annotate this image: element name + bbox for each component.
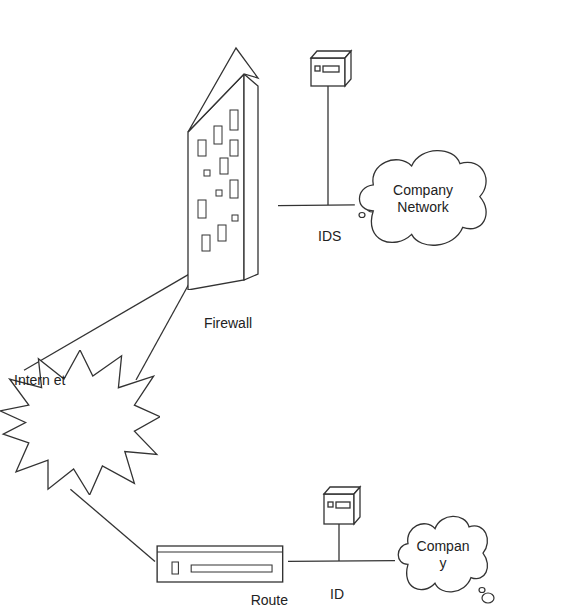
starburst-shape [0, 350, 160, 495]
link-stroke [24, 274, 190, 371]
wall-brick [202, 235, 210, 251]
wall-brick [232, 215, 238, 221]
wall-roof [188, 48, 258, 132]
network-cloud: Company Network [352, 140, 494, 258]
router-slot [191, 565, 272, 572]
cloud-shape [359, 151, 486, 246]
link-line [24, 274, 190, 371]
wall-brick [198, 200, 206, 218]
firewall: Firewall [178, 40, 278, 332]
wall-brick [218, 225, 226, 241]
wall-brick [198, 140, 206, 156]
router-outline [155, 540, 288, 585]
node-text: Route [155, 592, 288, 609]
label-holder: Compan y [393, 508, 493, 602]
router: Route [155, 540, 288, 609]
node-text: Firewall [178, 315, 278, 332]
wall-face [188, 74, 244, 290]
ids-device [311, 51, 351, 205]
node-text: Compan y [415, 538, 471, 572]
link-line [288, 560, 395, 562]
star-outline [0, 350, 160, 495]
label-holder: Intern et [14, 372, 70, 389]
node-text: Intern et [14, 372, 70, 389]
link-stroke [70, 489, 155, 561]
router-led [172, 562, 178, 574]
second-link-line [136, 282, 190, 380]
router-body [157, 546, 283, 582]
internet-burst: Intern et [0, 350, 160, 495]
company-cloud: Compan y [393, 508, 493, 602]
wall-brick [204, 170, 210, 176]
wall-brick [230, 110, 238, 130]
cloud-bubbles [359, 190, 494, 603]
node-text: Company Network [387, 182, 459, 216]
label-holder: Route [155, 592, 288, 609]
link-line [70, 489, 155, 561]
link-stroke [288, 560, 395, 562]
wall-brick [214, 126, 222, 144]
wall-side [244, 74, 258, 280]
label-holder: Firewall [178, 315, 278, 332]
wall-brick [230, 140, 238, 156]
firewall-outline [178, 40, 278, 290]
cloud-shape [398, 516, 487, 591]
label-holder: Company Network [352, 140, 494, 258]
id-device [324, 487, 360, 561]
wall-brick [230, 180, 238, 198]
link-stroke [278, 204, 355, 206]
wall-brick [216, 190, 222, 196]
link-line [278, 204, 355, 206]
device-label: IDS [318, 228, 341, 245]
wall-brick [220, 158, 228, 174]
device-label: ID [330, 586, 344, 603]
router-edge [157, 552, 283, 553]
